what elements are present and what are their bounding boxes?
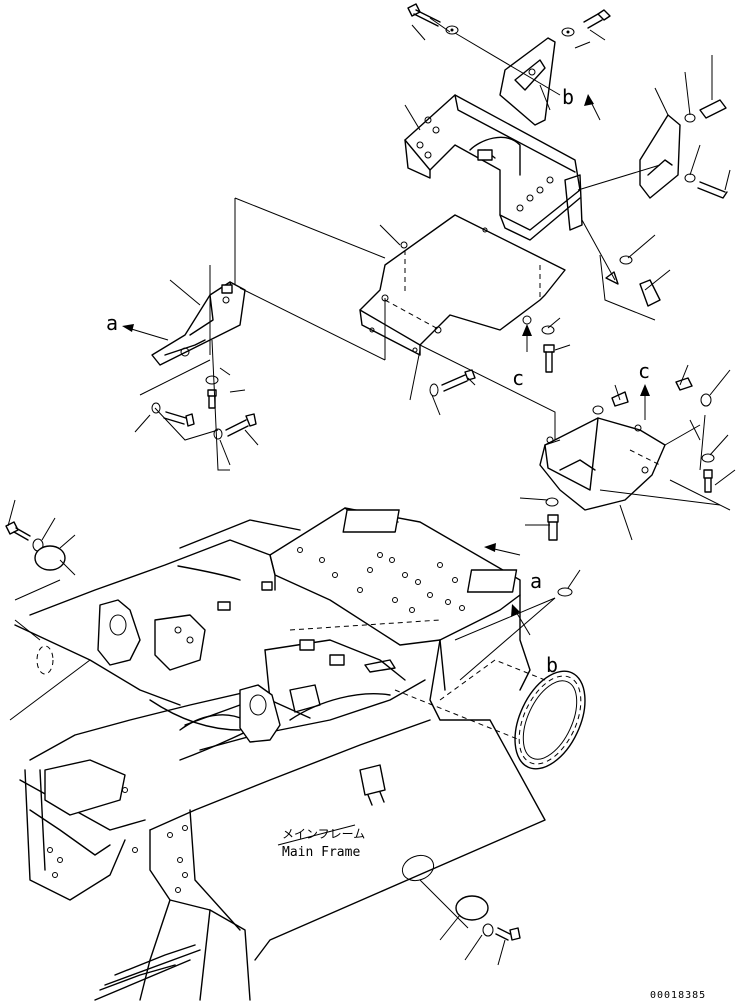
main-frame	[14, 507, 586, 1001]
bolt-under-bracket	[581, 219, 661, 307]
callout-leaders	[7, 17, 736, 966]
label-b-top: b	[562, 85, 574, 109]
label-c-right: c	[638, 359, 650, 383]
left-bracket	[151, 281, 246, 366]
left-bracket-fasteners	[151, 375, 257, 440]
left-side-plug	[5, 521, 66, 571]
middle-plate-fasteners	[429, 325, 555, 397]
label-c-mid: c	[512, 366, 524, 390]
upper-support-bracket	[404, 37, 583, 241]
bolt-top-right	[561, 9, 611, 37]
frame-side-holes	[47, 787, 188, 893]
right-side-stay	[577, 99, 728, 199]
main-frame-label-japanese: メインフレーム	[282, 827, 365, 841]
bolt-top-left	[407, 3, 561, 96]
middle-cover-plate	[359, 214, 566, 356]
main-frame-label-english: Main Frame	[282, 845, 360, 860]
reference-arrows	[122, 94, 650, 636]
assembly-lines	[9, 197, 731, 929]
right-cover-fasteners	[545, 377, 715, 541]
right-cover	[539, 417, 666, 511]
label-a-right: a	[530, 569, 542, 593]
drawing-number: 00018385	[650, 990, 706, 1001]
swing-circle	[514, 670, 586, 770]
deck-holes	[297, 547, 465, 613]
label-a-left: a	[106, 311, 118, 335]
label-b-right: b	[546, 653, 558, 677]
